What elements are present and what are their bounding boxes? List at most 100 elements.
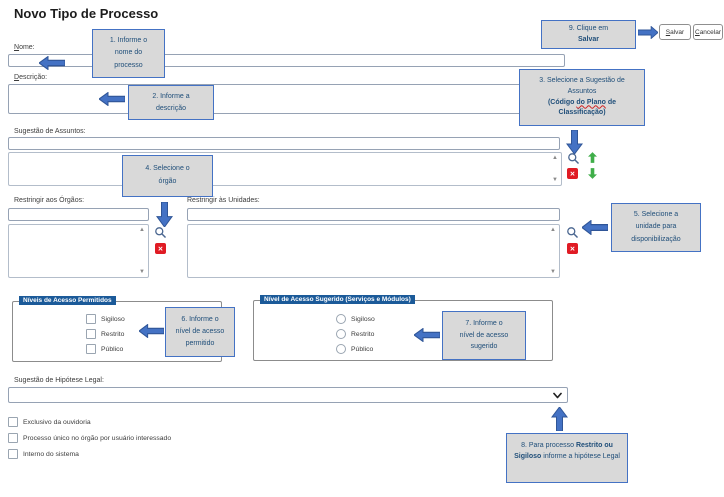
flag-interno-sistema-label: Interno do sistema (23, 450, 79, 458)
restringir-orgaos-input[interactable] (8, 208, 149, 221)
callout-6-line3: permitido (185, 339, 215, 347)
callout-8: 8. Para processo Restrito ou Sigiloso in… (506, 433, 628, 483)
cancel-button[interactable]: Cancelar (693, 24, 723, 40)
descricao-label: Descrição: (14, 74, 48, 81)
orgaos-scrollbar[interactable]: ▲ ▼ (136, 225, 148, 277)
radio-sigiloso[interactable]: Sigiloso (336, 314, 375, 324)
callout-3-line4: Classificação) (558, 109, 606, 117)
sugestao-assuntos-input[interactable] (8, 137, 560, 150)
callout-2-left-arrow-icon (99, 92, 125, 106)
checkbox-publico-label: Público (101, 345, 124, 353)
assuntos-search-icon[interactable] (567, 152, 580, 165)
checkbox-icon[interactable] (8, 449, 18, 459)
callout-4-down-arrow-icon (156, 202, 173, 227)
restringir-unidades-listbox[interactable]: ▲ ▼ (187, 224, 560, 278)
callout-5-line3: disponibilização (631, 235, 681, 243)
niveis-acesso-permitidos-fieldset: Níveis de Acesso Permitidos Sigiloso Res… (12, 296, 222, 362)
descricao-textarea[interactable] (8, 84, 565, 114)
scroll-down-icon[interactable]: ▼ (139, 269, 145, 275)
flag-exclusivo-ouvidoria[interactable]: Exclusivo da ouvidoria (8, 417, 91, 427)
unidades-scrollbar[interactable]: ▲ ▼ (547, 225, 559, 277)
chevron-down-icon (553, 392, 562, 399)
callout-5-line2: unidade para (635, 223, 677, 231)
callout-9-line1: 9. Clique em (568, 24, 609, 32)
callout-7-line1: 7. Informe o (465, 319, 503, 327)
radio-publico-label: Público (351, 345, 374, 353)
callout-2: 2. Informe a descrição (128, 85, 214, 120)
restringir-orgaos-label: Restringir aos Órgãos: (14, 197, 85, 204)
hipotese-legal-label: Sugestão de Hipótese Legal: (14, 377, 104, 384)
checkbox-sigiloso-label: Sigiloso (101, 315, 125, 323)
checkbox-icon[interactable] (86, 314, 96, 324)
callout-1-line1: 1. Informe o (109, 36, 148, 44)
callout-2-line1: 2. Informe a (152, 92, 190, 100)
sugestao-assuntos-label: Sugestão de Assuntos: (14, 128, 86, 135)
callout-8-text: 8. Para processo Restrito ou Sigiloso in… (514, 442, 620, 461)
callout-3: 3. Selecione a Sugestão de Assuntos (Cód… (519, 69, 645, 126)
callout-1-line3: processo (114, 61, 143, 69)
cancel-button-accesskey: C (694, 28, 700, 36)
checkbox-icon[interactable] (86, 344, 96, 354)
callout-5-left-arrow-icon (582, 220, 608, 235)
callout-9: 9. Clique em Salvar (541, 20, 636, 49)
callout-4-line2: órgão (158, 178, 177, 185)
hipotese-legal-select[interactable] (8, 387, 568, 403)
checkbox-icon[interactable] (86, 329, 96, 339)
callout-4-line1: 4. Selecione o (145, 165, 190, 173)
restringir-orgaos-listbox[interactable]: ▲ ▼ (8, 224, 149, 278)
sugestao-assuntos-listbox[interactable]: ▲ ▼ (8, 152, 562, 186)
orgaos-search-icon[interactable] (154, 226, 167, 239)
assuntos-remove-icon[interactable]: ✕ (567, 168, 578, 179)
nivel-acesso-sugerido-legend: Nível de Acesso Sugerido (Serviços e Mód… (260, 295, 415, 304)
radio-icon[interactable] (336, 344, 346, 354)
scroll-down-icon[interactable]: ▼ (550, 269, 556, 275)
scroll-up-icon[interactable]: ▲ (550, 227, 556, 233)
callout-1: 1. Informe o nome do processo (92, 29, 165, 78)
checkbox-restrito-label: Restrito (101, 330, 125, 338)
save-button-label: alvar (670, 28, 685, 36)
flag-processo-unico[interactable]: Processo único no órgão por usuário inte… (8, 433, 171, 443)
callout-3-line3: (Código do Plano de (547, 98, 617, 106)
callout-6-left-arrow-icon (139, 324, 164, 338)
callout-2-line2: descrição (156, 104, 186, 112)
callout-6-line1: 6. Informe o (181, 316, 219, 324)
callout-5: 5. Selecione a unidade para disponibiliz… (611, 203, 701, 252)
radio-publico[interactable]: Público (336, 344, 373, 354)
scroll-down-icon[interactable]: ▼ (552, 177, 558, 183)
callout-4: 4. Selecione o órgão (122, 155, 213, 197)
checkbox-publico[interactable]: Público (86, 344, 123, 354)
page-title: Novo Tipo de Processo (14, 6, 159, 21)
checkbox-sigiloso[interactable]: Sigiloso (86, 314, 125, 324)
radio-icon[interactable] (336, 329, 346, 339)
flag-interno-sistema[interactable]: Interno do sistema (8, 449, 79, 459)
radio-restrito[interactable]: Restrito (336, 329, 374, 339)
unidades-search-icon[interactable] (566, 226, 579, 239)
scroll-up-icon[interactable]: ▲ (552, 155, 558, 161)
callout-6-line2: nível de acesso (175, 328, 225, 336)
callout-1-left-arrow-icon (39, 56, 65, 70)
flag-processo-unico-label: Processo único no órgão por usuário inte… (23, 434, 172, 442)
radio-icon[interactable] (336, 314, 346, 324)
restringir-unidades-label: Restringir às Unidades: (187, 197, 260, 204)
cancel-button-label: ancelar (699, 28, 722, 36)
assuntos-move-up-icon[interactable] (588, 152, 597, 163)
save-button[interactable]: Salvar (659, 24, 691, 40)
callout-3-line2: Assuntos (567, 87, 597, 95)
checkbox-icon[interactable] (8, 417, 18, 427)
nivel-acesso-sugerido-fieldset: Nível de Acesso Sugerido (Serviços e Mód… (253, 295, 553, 361)
assuntos-scrollbar[interactable]: ▲ ▼ (549, 153, 561, 185)
restringir-unidades-input[interactable] (187, 208, 560, 221)
callout-7-line2: nível de acesso (459, 331, 509, 339)
checkbox-icon[interactable] (8, 433, 18, 443)
callout-7: 7. Informe o nível de acesso sugerido (442, 311, 526, 360)
niveis-acesso-permitidos-legend: Níveis de Acesso Permitidos (19, 296, 116, 305)
assuntos-move-down-icon[interactable] (588, 168, 597, 179)
callout-3-line1: 3. Selecione a Sugestão de (539, 76, 625, 84)
orgaos-remove-icon[interactable]: ✕ (155, 243, 166, 254)
checkbox-restrito[interactable]: Restrito (86, 329, 124, 339)
scroll-up-icon[interactable]: ▲ (139, 227, 145, 233)
unidades-remove-icon[interactable]: ✕ (567, 243, 578, 254)
callout-3-down-arrow-icon (566, 130, 583, 154)
save-button-accesskey: S (665, 28, 671, 36)
